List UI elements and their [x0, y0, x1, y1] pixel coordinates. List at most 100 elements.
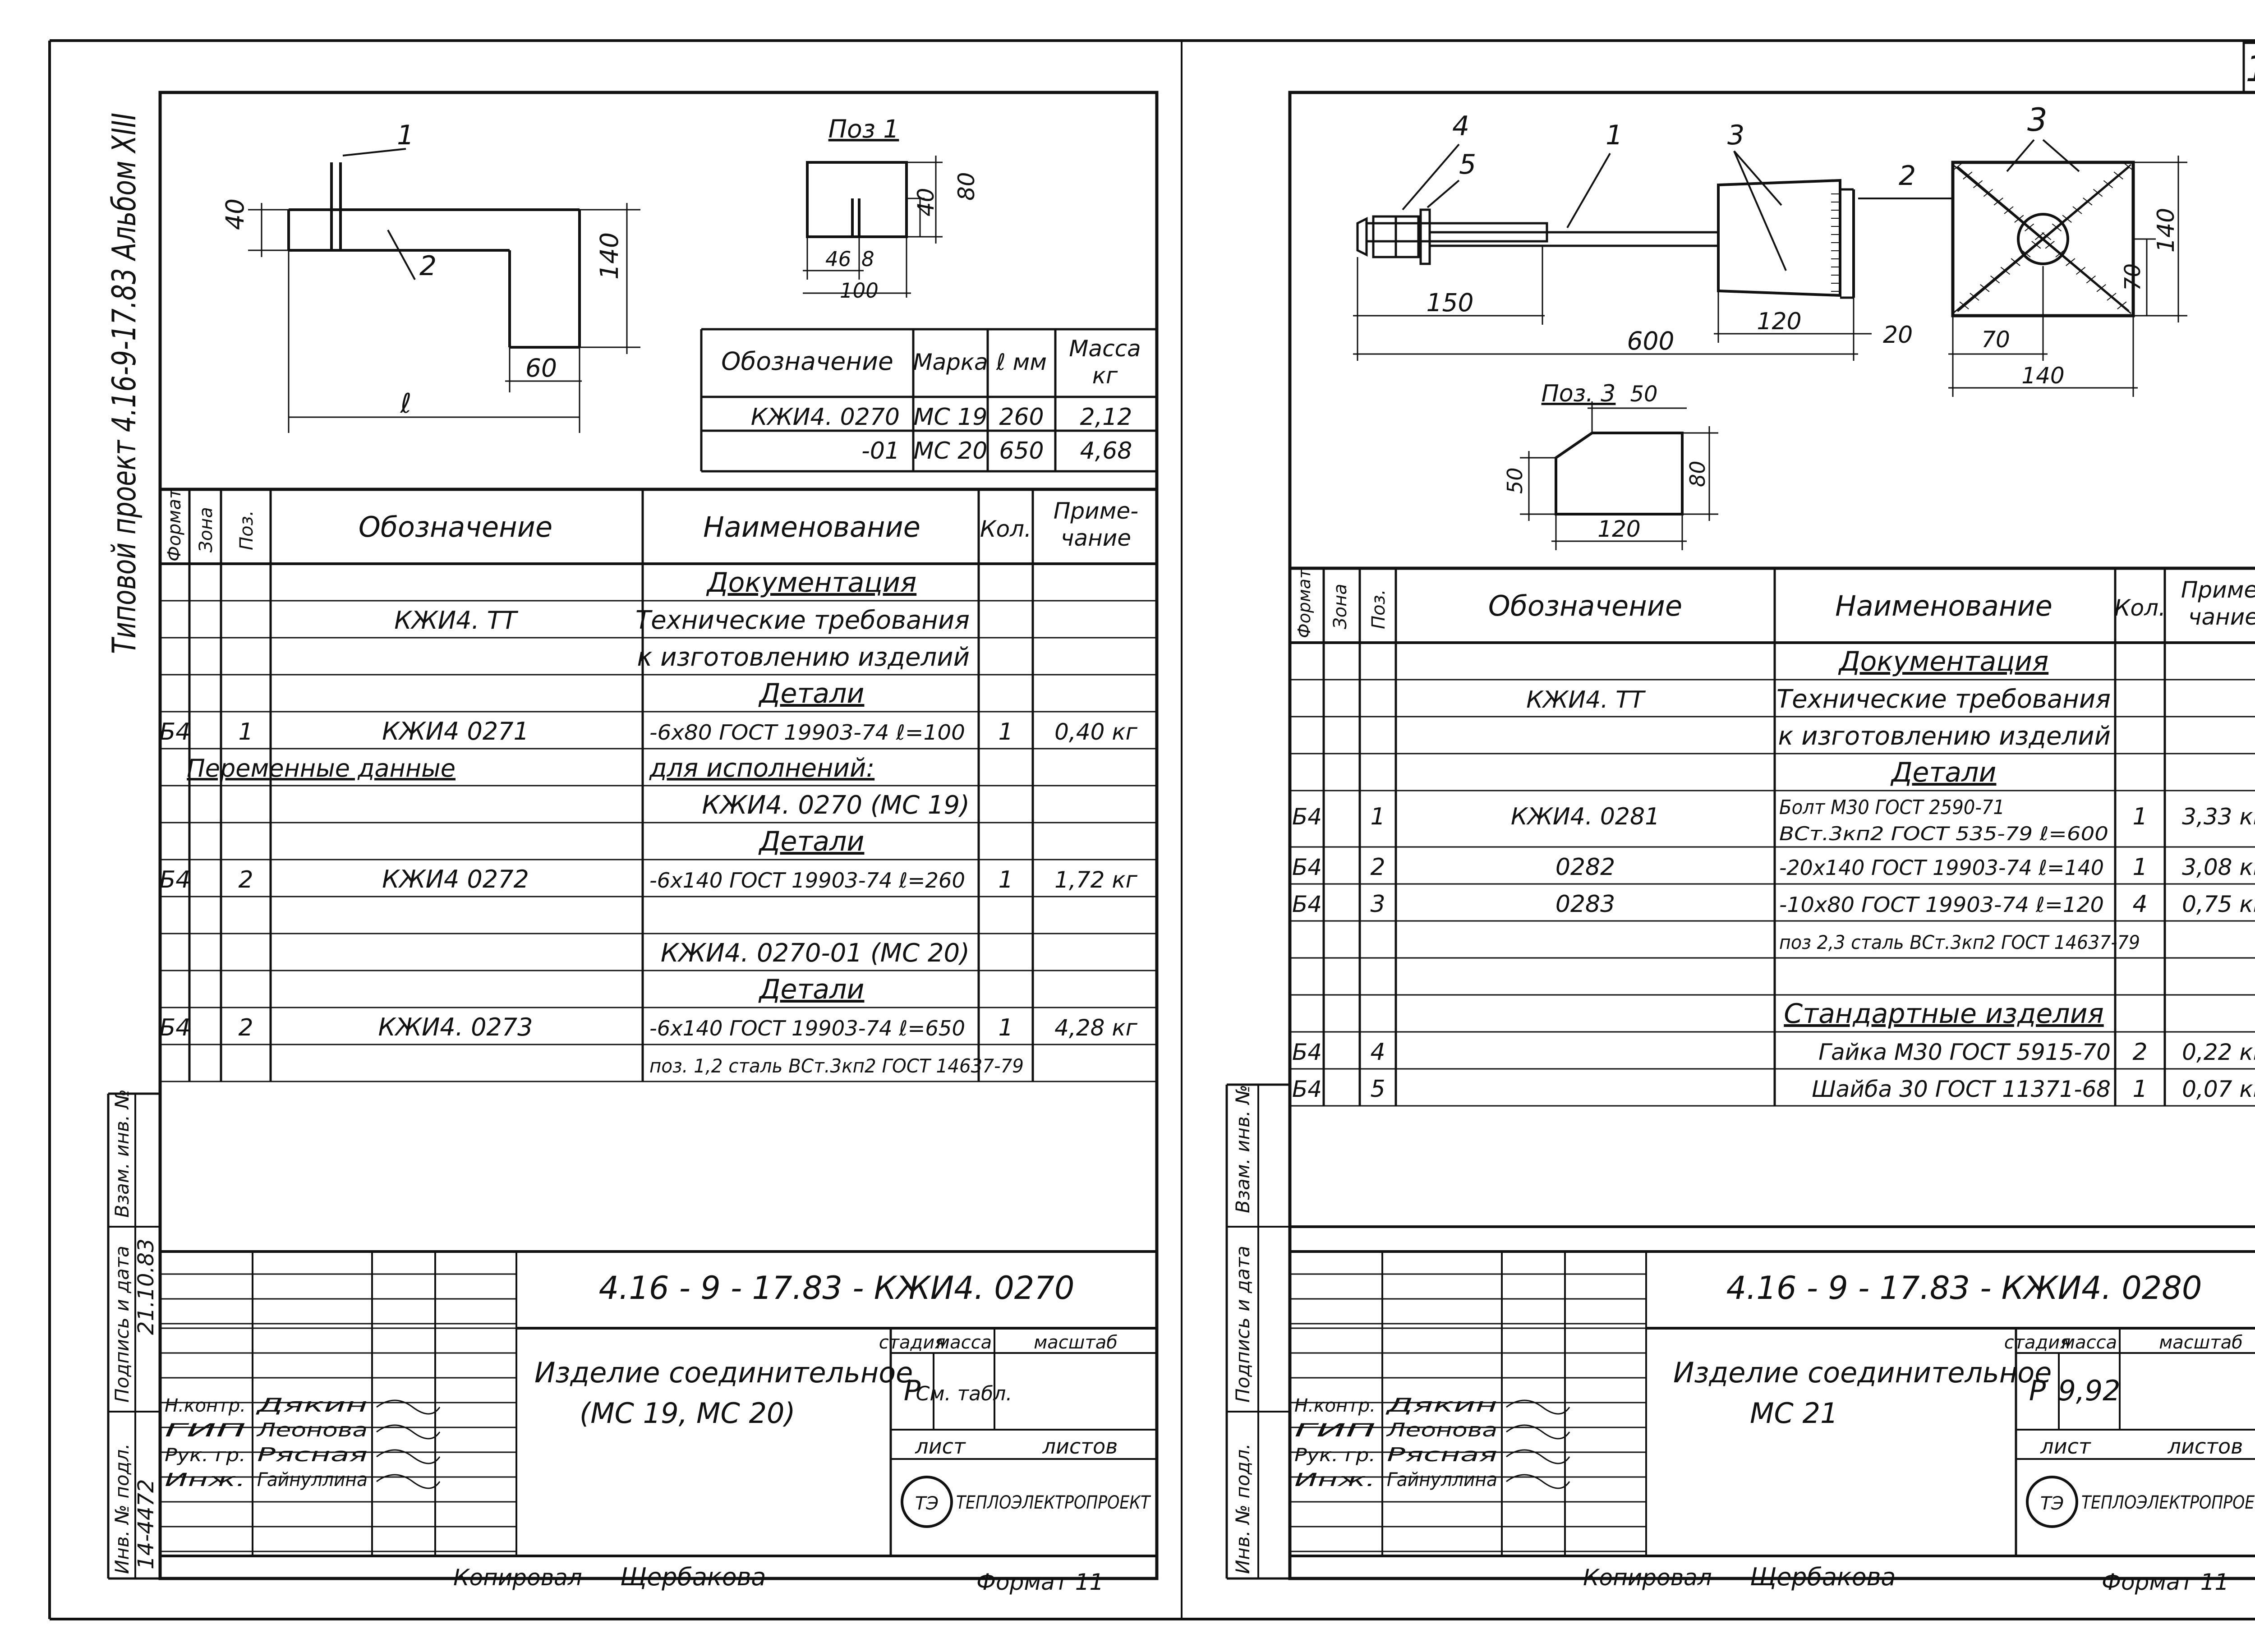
spec-name: -6x140 ГОСТ 19903-74 ℓ=650 [649, 1016, 965, 1040]
spec-format: Б4 [1292, 891, 1322, 917]
hatch [2034, 232, 2045, 240]
mass-cell: МС 19 [914, 404, 988, 431]
hatch [2004, 206, 2014, 214]
hatch [2062, 215, 2072, 223]
spec-format: Б4 [1292, 854, 1322, 880]
stamp-sign-date: Подпись и дата [111, 1246, 133, 1403]
spec-designation: КЖИ4. ТТ [394, 606, 519, 635]
poz3-dim-80: 80 [1685, 460, 1710, 487]
nut [1394, 215, 1420, 258]
stamp-inv-orig: Инв. № подл. [1232, 1443, 1254, 1574]
person-name: Леонова [1385, 1419, 1497, 1441]
spec-name: Технические требования [1776, 685, 2111, 714]
spec-header-zone: Зона [196, 507, 216, 552]
hatch [2041, 232, 2052, 240]
dim-150: 150 [1427, 288, 1474, 317]
hatch [2052, 223, 2062, 232]
person-role: Рук. гр. [1294, 1445, 1376, 1466]
dim-600: 600 [1627, 327, 1675, 355]
lead-2: 2 [419, 250, 437, 282]
org-logo-icon [901, 1476, 953, 1528]
spec-header-format: Формат [1294, 568, 1314, 638]
spec-section: Документация [1838, 646, 2048, 677]
dim-140: 140 [2153, 208, 2180, 253]
bolt-end [1356, 216, 1368, 257]
page-number: 19 [2246, 48, 2255, 90]
org-name: ТЕПЛОЭЛЕКТРОПРОЕКТ [956, 1492, 1151, 1513]
spec-pos: 2 [238, 866, 253, 893]
footer-copied: Копировал [1583, 1565, 1712, 1591]
dim-140b: 140 [2021, 363, 2064, 389]
hatch [2045, 241, 2055, 249]
spec-qty: 1 [2132, 854, 2147, 881]
signature [1506, 1399, 1570, 1415]
spec-name: к изготовлению изделий [637, 643, 970, 672]
person-role: Инж. [165, 1470, 246, 1491]
hatch [2107, 293, 2117, 301]
poz1-dim-8: 8 [861, 247, 874, 271]
spec-qty: 1 [998, 866, 1013, 893]
leader [2006, 139, 2035, 172]
spec-format: Б4 [160, 1014, 191, 1041]
lead-3b: 3 [2027, 101, 2048, 138]
hatch [2072, 206, 2082, 214]
sheet-label: лист [915, 1434, 966, 1459]
mass-header: ℓ мм [996, 349, 1047, 375]
spec-header-note: чание [1061, 525, 1131, 551]
spec-qty: 1 [998, 718, 1013, 745]
dim-20: 20 [1883, 322, 1913, 349]
stamp-inv-orig: Инв. № подл. [111, 1443, 133, 1574]
drawing-name: Изделие соединительное [1673, 1356, 2052, 1389]
lead-4: 4 [1452, 110, 1469, 142]
spec-name: к изготовлению изделий [1778, 722, 2111, 751]
spec-qty: 4 [2132, 891, 2147, 918]
org-logo-icon: ТЭ [2040, 1493, 2064, 1514]
spec-name: -10x80 ГОСТ 19903-74 ℓ=120 [1779, 893, 2104, 917]
stage-value: Р [2029, 1374, 2046, 1407]
stamp-date-value: 21.10.83 [133, 1238, 159, 1335]
leader [342, 148, 406, 156]
sheets-label: листов [2168, 1434, 2243, 1459]
spec-name: для исполнений: [649, 754, 874, 783]
spec-header-name: Наименование [1835, 589, 2053, 622]
person-name: Леонова [256, 1419, 368, 1441]
spec-section: Детали [758, 826, 865, 857]
mass-cell: КЖИ4. 0270 [751, 404, 900, 431]
dim-60: 60 [525, 354, 557, 382]
lead-1: 1 [1606, 120, 1623, 151]
hatch [2024, 223, 2034, 232]
mass-header: Марка [913, 349, 988, 375]
poz3-dim-120: 120 [1597, 516, 1640, 542]
hole-circle [2017, 213, 2069, 265]
hatch [2113, 171, 2123, 179]
signature [376, 1474, 441, 1489]
stamp-vzam-inv: Взам. инв. № [111, 1089, 133, 1218]
spec-qty: 2 [2132, 1039, 2147, 1066]
mass-cell: МС 20 [914, 437, 988, 465]
footer-copied: Копировал [453, 1565, 582, 1591]
spec-name: КЖИ4. 0270-01 (МС 20) [661, 939, 970, 968]
spec-designation: КЖИ4 0271 [382, 717, 529, 745]
signature [376, 1399, 441, 1415]
drawing-name: Изделие соединительное [534, 1356, 913, 1389]
dim-70b: 70 [1981, 327, 2010, 353]
leader [387, 230, 416, 280]
spec-name: Технические требования [635, 606, 970, 635]
signature [1506, 1449, 1570, 1464]
hatch [1963, 171, 1973, 179]
spec-name: -6x80 ГОСТ 19903-74 ℓ=100 [649, 720, 965, 745]
poz1-dim-80: 80 [953, 172, 980, 201]
spec-name: поз. 1,2 сталь ВСт.3кп2 ГОСТ 14637-79 [649, 1055, 1024, 1077]
leader [1402, 143, 1460, 211]
dim-120: 120 [1757, 308, 1801, 335]
spec-header-name: Наименование [703, 511, 920, 543]
spec-pos: 2 [238, 1014, 253, 1041]
spec-name: Шайба 30 ГОСТ 11371-68 [1812, 1076, 2111, 1102]
spec-pos: 1 [1370, 803, 1385, 830]
hatch [2124, 163, 2134, 171]
lead-2: 2 [1899, 160, 1916, 192]
footer-copier: Щербакова [1750, 1563, 1896, 1591]
footer-copier: Щербакова [620, 1563, 766, 1591]
rib-side [1717, 179, 1841, 297]
spec-designation: 0283 [1555, 891, 1615, 918]
